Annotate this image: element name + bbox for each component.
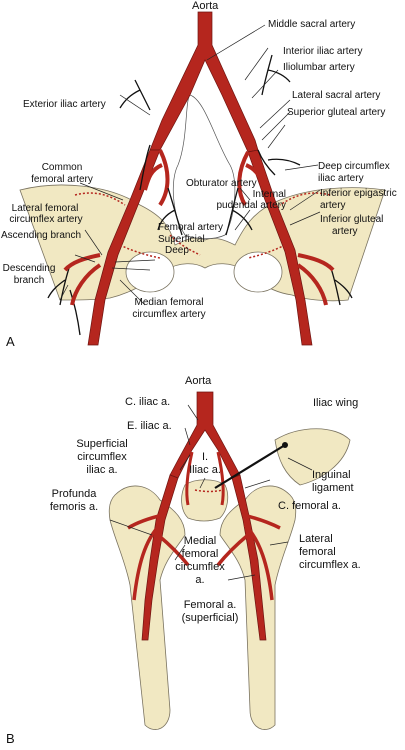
label-lateral-1: Lateral bbox=[299, 533, 333, 545]
label-medial-4: a. bbox=[195, 574, 205, 586]
label-medial-3: circumflex bbox=[175, 561, 225, 573]
label-profunda-2: femoris a. bbox=[49, 501, 99, 513]
label-superior-gluteal: Superior gluteal artery bbox=[287, 107, 386, 118]
right-hip-socket bbox=[233, 251, 283, 293]
pubic-bone bbox=[181, 479, 229, 522]
label-exterior-iliac: Exterior iliac artery bbox=[23, 99, 106, 110]
label-deep-a: Deep bbox=[165, 245, 189, 256]
leader-lines bbox=[59, 24, 321, 581]
label-lat-fem-circ-2: circumflex artery bbox=[9, 214, 83, 225]
label-inf-epigastric-2: artery bbox=[320, 200, 346, 211]
label-profunda-1: Profunda bbox=[51, 488, 97, 500]
left-femoral-b bbox=[141, 474, 179, 641]
label-inf-epigastric-1: Inferior epigastric bbox=[320, 188, 397, 199]
label-inf-gluteal-1: Inferior gluteal bbox=[320, 214, 384, 225]
label-int-pudendal-2: pudendal artery bbox=[216, 200, 287, 211]
label-interior-iliac: Interior iliac artery bbox=[283, 46, 363, 57]
label-femoral-b-1: Femoral a. bbox=[183, 599, 237, 611]
label-iliac-wing: Iliac wing bbox=[313, 397, 359, 409]
dotted-arteries bbox=[74, 192, 331, 259]
label-inguinal-2: ligament bbox=[312, 482, 354, 494]
label-iliolumbar: Iliolumbar artery bbox=[283, 62, 355, 73]
left-hip-socket bbox=[125, 251, 175, 293]
label-inguinal-1: Inguinal bbox=[312, 469, 351, 481]
iliac-wing-bone bbox=[274, 428, 351, 486]
right-internal-iliac bbox=[237, 151, 267, 207]
label-median-fem-2: circumflex artery bbox=[132, 309, 206, 320]
internal-iliac-b bbox=[185, 451, 225, 506]
right-femoral-b bbox=[231, 474, 267, 641]
label-common-femoral-2: femoral artery bbox=[31, 174, 93, 185]
left-internal-iliac bbox=[143, 149, 170, 207]
label-descending-2: branch bbox=[13, 275, 45, 286]
label-femoral-b-2: (superficial) bbox=[181, 612, 239, 624]
label-sup-circ-3: iliac a. bbox=[86, 464, 118, 476]
panel-letter-a: A bbox=[6, 334, 15, 349]
label-aorta-a: Aorta bbox=[192, 0, 219, 12]
inguinal-knot bbox=[282, 442, 288, 448]
panel-b-drawing bbox=[108, 391, 351, 730]
label-femoral-a: Femoral artery bbox=[158, 222, 224, 233]
left-lateral-circumflex bbox=[63, 253, 102, 306]
label-lat-fem-circ-1: Lateral femoral bbox=[11, 203, 79, 214]
panel-a-drawing bbox=[19, 11, 386, 346]
aorta-vessel bbox=[149, 11, 259, 153]
label-middle-sacral: Middle sacral artery bbox=[268, 19, 356, 30]
label-sup-circ-2: circumflex bbox=[77, 451, 127, 463]
profunda-branches bbox=[127, 513, 190, 601]
label-deep-circ-1: Deep circumflex bbox=[318, 161, 390, 172]
sacrum bbox=[172, 94, 236, 240]
right-circumflex-branches bbox=[216, 513, 281, 601]
label-inf-gluteal-2: artery bbox=[332, 226, 358, 237]
label-medial-1: Medial bbox=[183, 535, 217, 547]
label-obturator: Obturator artery bbox=[186, 178, 257, 189]
right-iliac-femoral bbox=[247, 149, 313, 346]
label-descending-1: Descending bbox=[2, 263, 56, 274]
label-deep-circ-2: iliac artery bbox=[318, 173, 364, 184]
panel-letter-b: B bbox=[6, 731, 15, 746]
label-c-femoral: C. femoral a. bbox=[278, 500, 341, 512]
label-e-iliac: E. iliac a. bbox=[127, 420, 172, 432]
label-medial-2: femoral bbox=[181, 548, 219, 560]
dotted-b bbox=[194, 489, 223, 493]
label-common-femoral-1: Common bbox=[41, 162, 83, 173]
label-i-iliac-1: I. bbox=[201, 451, 209, 463]
label-lateral-2: femoral bbox=[299, 546, 336, 558]
label-sup-circ-1: Superficial bbox=[76, 438, 128, 450]
label-superficial-a: Superficial bbox=[158, 234, 205, 245]
label-ascending: Ascending branch bbox=[1, 230, 82, 241]
label-int-pudendal-1: Internal bbox=[252, 189, 286, 200]
aorta-b-vessel bbox=[169, 391, 241, 479]
inguinal-ligament bbox=[214, 444, 286, 489]
label-c-iliac: C. iliac a. bbox=[125, 396, 171, 408]
label-lateral-sacral: Lateral sacral artery bbox=[292, 90, 381, 101]
right-lateral-circumflex bbox=[296, 253, 335, 306]
label-aorta-b: Aorta bbox=[185, 375, 212, 387]
label-lateral-3: circumflex a. bbox=[299, 559, 361, 571]
label-i-iliac-2: Iliac a. bbox=[189, 464, 221, 476]
label-median-fem-1: Median femoral bbox=[134, 297, 204, 308]
